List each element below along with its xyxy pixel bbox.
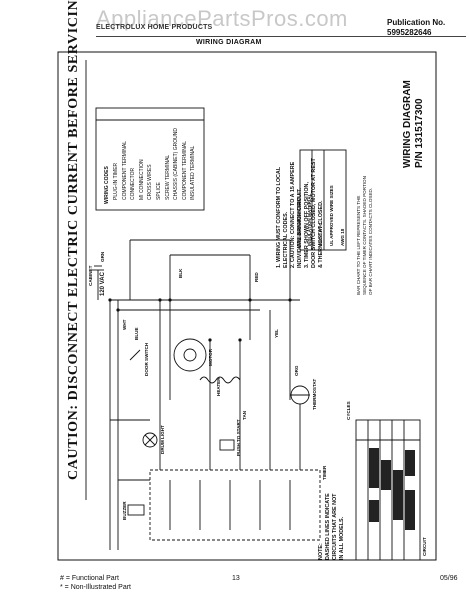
label-tan: TAN [242,410,247,420]
label-door-switch: DOOR SWITCH [144,342,149,376]
label-blue: BLUE [134,327,139,340]
diagram-frame [57,51,437,561]
page-number: 13 [232,575,240,582]
label-org: ORG [294,365,299,376]
label-motor: MOTOR [208,348,213,366]
footer-non-illustrated: * = Non-Illustrated Part [60,584,132,591]
wiring-code: CHASSIS (CABINET) GROUND [173,128,180,200]
label-heater: HEATER [216,377,221,396]
wiring-codes-list: PLUG-IN TIMER COMPONENT TERMINAL CONNECT… [112,128,198,200]
wiring-code: INSULATED TERMINAL [190,145,197,200]
label-red: RED [254,272,259,282]
note-line: CIRCUITS THAT ARE NOT [332,493,338,560]
wire-specs: INSULATION MATERIAL 105°C PVC UL APPROVE… [304,185,348,246]
right-part-number: P/N 131517300 [414,98,425,168]
label-drum-light: DRUM LIGHT [160,425,165,454]
motor-symbol [173,338,207,372]
footer-date: 05/96 [440,575,458,582]
label-vac: 120 VAC [100,272,106,296]
wiring-codes-title: WIRING CODES [104,166,110,204]
cycles-label: CYCLES [346,401,351,420]
heater-symbol [199,376,241,384]
footer-functional: # = Functional Part [60,575,119,582]
header-code: ELECTROLUX HOME PRODUCTS [96,24,213,31]
timer-box [149,469,321,541]
wiring-diagram-title: WIRING DIAGRAM [196,39,262,46]
push-to-start-symbol [219,439,235,451]
wiring-code: SPLICE [155,182,162,200]
label-wht: WHT [122,319,127,330]
label-grn: GRN [100,251,105,262]
note-line: DASHED LINES INDICATE [325,493,331,560]
label-yel: YEL [274,329,279,338]
circuit-label: CIRCUIT [422,537,427,556]
wiring-code: CONNECTOR [130,167,137,200]
wiring-code: COMPONENT TERMINAL [121,141,128,200]
wiring-code: PLUG-IN TIMER [113,162,119,200]
wire-specs-box [299,149,347,251]
wiring-codes-box [95,107,205,211]
publication-info: Publication No. 5995282646 [387,18,467,38]
buzzer-symbol [127,504,145,516]
cycle-chart [355,419,421,561]
label-thermostat: THERMOSTAT [312,378,317,410]
wiring-code: SCREW TERMINAL [164,154,171,200]
wire-spec: INSULATION MATERIAL [307,193,312,246]
label-buzzer: BUZZER [122,501,127,520]
bar-chart-note: BAR CHART TO THE LEFT REPRESENTS THE SEQ… [356,176,373,295]
note-line: IN ALL MODELS. [339,516,345,560]
wiring-code: MI CONNECTION [138,159,145,200]
warning-line: ELECTRICAL CODES. [283,211,289,268]
label-blk: BLK [178,268,183,278]
wire-spec: AWG 18 [340,228,345,246]
drum-light-symbol [142,432,158,448]
top-rule [96,36,466,37]
wiring-code: CROSS WIRES [147,164,154,200]
wire-specs-title: WIRE SPECIFICATIONS [296,196,301,248]
caution-text: CAUTION: DISCONNECT ELECTRIC CURRENT BEF… [66,0,81,480]
note-line: NOTE: [318,543,324,560]
label-cabinet: CABINET [88,265,93,286]
wiring-code: COMPONENT TERMINAL [181,141,188,200]
publication-label: Publication No. [387,18,446,27]
wire-spec: 105°C PVC [318,222,323,246]
door-switch-symbol [129,349,141,361]
wire-spec: UL APPROVED WIRE SIZES [329,185,334,246]
watermark: AppliancePartsPros.com [96,6,348,31]
label-push-to-start: PUSH TO START [236,419,241,456]
right-title: WIRING DIAGRAM [402,80,413,168]
publication-number: 5995282646 [387,28,432,37]
label-timer: TIMER [322,465,327,480]
footer-legend: # = Functional Part * = Non-Illustrated … [60,574,131,592]
warning-line: 1. WIRING MUST CONFORM TO LOCAL [276,166,282,268]
bottom-note: NOTE: DASHED LINES INDICATE CIRCUITS THA… [318,493,346,560]
